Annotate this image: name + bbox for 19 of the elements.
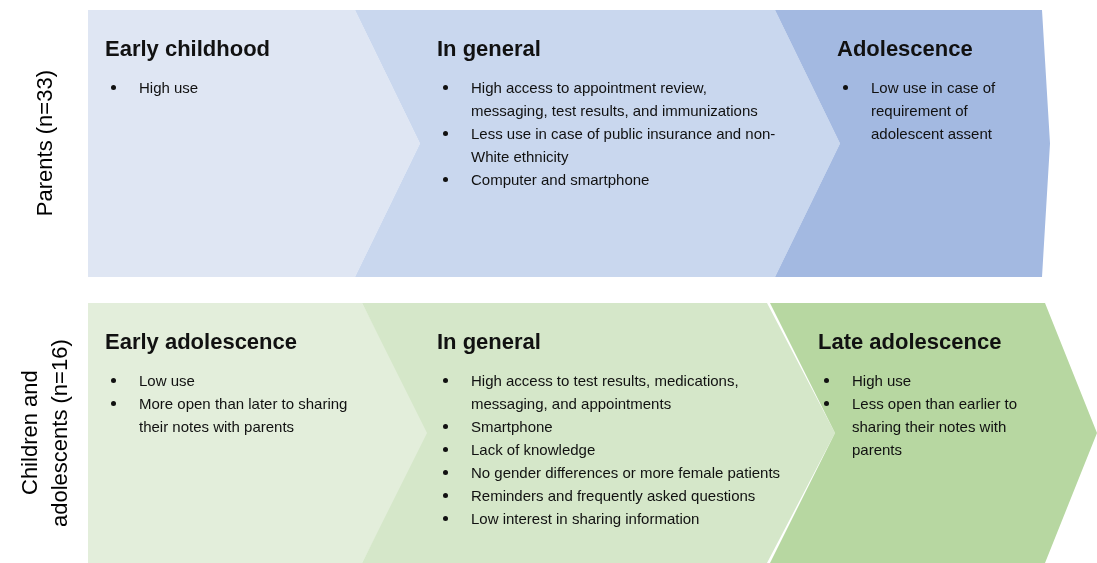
bullet-text: Lack of knowledge xyxy=(471,441,596,458)
stage-heading: In general xyxy=(437,329,541,355)
bullet-text: Low interest in sharing information xyxy=(471,510,700,527)
stage-heading: Late adolescence xyxy=(818,329,1002,355)
row-label: Parents (n=33) xyxy=(31,70,58,217)
stage-heading: Adolescence xyxy=(837,36,973,62)
bullet-text: High use xyxy=(852,372,912,389)
stage-heading: In general xyxy=(437,36,541,62)
bullet-text: No gender differences or more female patients xyxy=(471,464,781,481)
chevron-band xyxy=(775,10,1050,277)
bullet-text: Less use in case of public insurance and non-White ethnicity xyxy=(471,125,776,165)
bullet-text: High access to appointment review, messaging, test results, and immunizations xyxy=(471,79,758,119)
bullet-text: Computer and smartphone xyxy=(471,171,650,188)
row-label: Children and adolescents (n=16) xyxy=(16,338,73,529)
bullet-text: Low use in case of requirement of adolescent assent xyxy=(871,79,996,142)
bullet-text: Reminders and frequently asked questions xyxy=(471,487,756,504)
bullet-text: High access to test results, medications, messaging, and appointments xyxy=(471,372,739,412)
bullet-text: Smartphone xyxy=(471,418,553,435)
bullet-text: Less open than earlier to sharing their notes with parents xyxy=(852,395,1018,458)
